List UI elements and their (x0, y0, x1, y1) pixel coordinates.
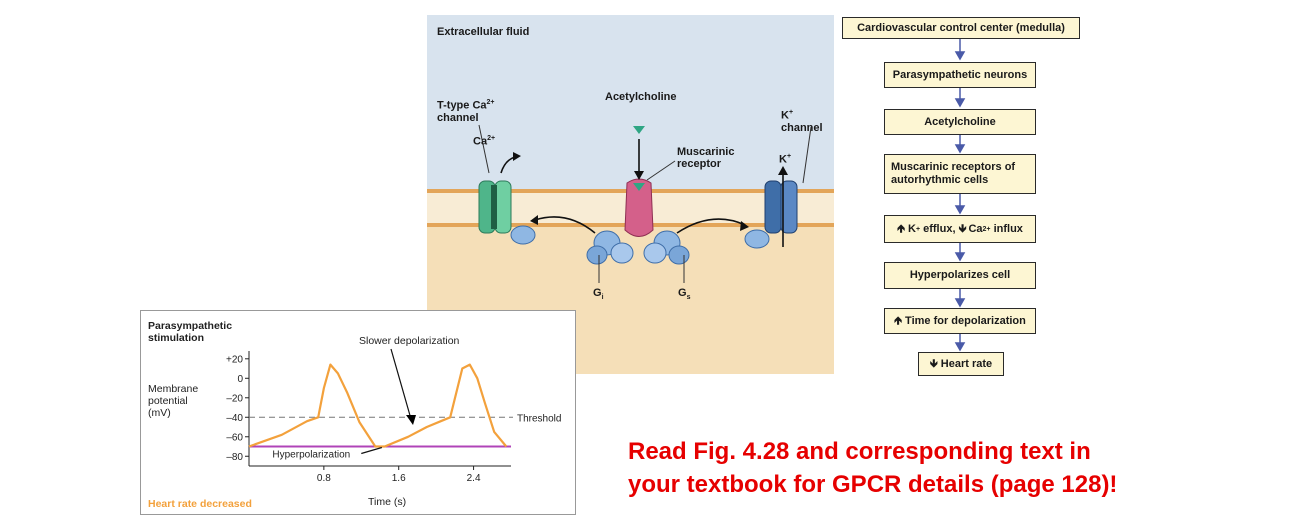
gs-label: Gs (678, 287, 690, 304)
t-type-label-line2: channel (437, 111, 479, 124)
flowchart: Cardiovascular control center (medulla) … (840, 15, 1085, 376)
down-arrow-icon: 🡻 (958, 222, 967, 235)
gi-sub: i (601, 294, 604, 302)
threshold-label: Threshold (517, 413, 561, 424)
note-line1: Read Fig. 4.28 and corresponding text in (628, 438, 1091, 465)
t-type-ca-channel-label: T-type Ca2+ channel (437, 97, 495, 124)
textbook-note: Read Fig. 4.28 and corresponding text in… (628, 435, 1268, 501)
ylabel-line2: potential (148, 395, 188, 407)
extracellular-region (427, 15, 834, 191)
flow-k-text: K (908, 222, 916, 235)
up-arrow-icon: 🡹 (897, 222, 905, 235)
flow-step-parasympathetic-neurons: Parasympathetic neurons (884, 62, 1036, 88)
muscarinic-line1: Muscarinic (677, 146, 735, 158)
k-ion-text: K (779, 153, 787, 166)
hyperpolarization-label: Hyperpolarization (272, 450, 350, 461)
slower-depolarization-label: Slower depolarization (359, 335, 460, 347)
t-type-label-text: T-type Ca (437, 99, 487, 112)
heart-rate-decreased-label: Heart rate decreased (148, 498, 252, 510)
flow-influx-text: influx (990, 222, 1023, 235)
extracellular-fluid-label: Extracellular fluid (437, 26, 530, 38)
ca-ion-sup: 2+ (487, 135, 496, 142)
slower-depolarization-arrowhead (406, 415, 416, 425)
y-tick-label: –80 (226, 452, 243, 463)
flow-step-time-depolarization: 🡹Time for depolarization (884, 308, 1036, 334)
chart-ylabel: Membrane potential (mV) (148, 383, 198, 419)
muscarinic-leader (646, 160, 676, 181)
k-channel-sup: + (788, 109, 794, 116)
y-tick-label: 0 (237, 374, 243, 385)
bound-acetylcholine (633, 183, 645, 191)
hyperpolarization-arrow (361, 446, 383, 455)
gi-label: Gi (593, 287, 604, 304)
flow-step-heart-rate: 🡻Heart rate (918, 352, 1004, 376)
k-channel-label: K+ channel (781, 107, 823, 134)
slower-depolarization-arrow (390, 348, 412, 420)
muscarinic-receptor-shape (624, 178, 654, 237)
gi-protein (586, 230, 634, 265)
t-type-ca-channel (478, 180, 512, 234)
k-channel-leader (802, 126, 812, 184)
y-tick-label: –20 (226, 393, 243, 404)
chart-title-line2: stimulation (148, 332, 205, 344)
chart-title-line1: Parasympathetic (148, 320, 233, 332)
acetylcholine-molecule (633, 126, 645, 134)
flow-ca-text: Ca (968, 222, 983, 235)
flow-efflux-text: efflux, (920, 222, 959, 235)
muscarinic-receptor-label: Muscarinic receptor (677, 146, 734, 170)
flow-step8-text: Heart rate (940, 357, 993, 370)
flow-step4-line1: Muscarinic receptors of (891, 161, 1016, 173)
x-tick-label: 0.8 (317, 473, 331, 484)
y-tick-label: –60 (226, 432, 243, 443)
k-channel (764, 180, 798, 234)
ylabel-line1: Membrane (148, 383, 199, 395)
gs-protein (643, 230, 690, 265)
gs-text: G (678, 287, 687, 299)
k-channel-line2: channel (781, 121, 823, 134)
y-tick-label: –40 (226, 413, 243, 424)
flow-step-control-center: Cardiovascular control center (medulla) (842, 17, 1080, 39)
flow-step4-line2: autorhythmic cells (891, 174, 989, 186)
gi-text: G (593, 287, 602, 299)
acetylcholine-label: Acetylcholine (605, 91, 677, 103)
g-protein-right-subunit (744, 229, 770, 249)
flowchart-arrows (954, 37, 966, 352)
ca-ion-label: Ca2+ (473, 133, 495, 148)
down-arrow-icon: 🡻 (929, 357, 938, 370)
membrane-potential-trace (248, 363, 508, 448)
y-tick-label: +20 (226, 354, 243, 365)
ylabel-line3: (mV) (148, 407, 171, 419)
k-ion-label: K+ (779, 151, 791, 166)
k-channel-text: K (781, 109, 789, 122)
flow-step-acetylcholine: Acetylcholine (884, 109, 1036, 135)
g-protein-left-subunit (510, 225, 536, 245)
flow-k-sup: + (915, 225, 921, 233)
x-tick-label: 1.6 (392, 473, 406, 484)
t-type-leader (478, 124, 490, 174)
flow-step-hyperpolarizes: Hyperpolarizes cell (884, 262, 1036, 289)
t-type-label-sup: 2+ (486, 99, 495, 106)
ca-ion-text: Ca (473, 135, 488, 148)
membrane-potential-chart: Parasympathetic stimulation Membrane pot… (140, 310, 576, 515)
up-arrow-icon: 🡹 (894, 314, 903, 327)
membrane-illustration (427, 15, 834, 283)
chart-plot: +20 0 –20 –40 –60 –80 0.8 1.6 2.4 ThresholdHyperp… (226, 348, 561, 484)
chart-title: Parasympathetic stimulation (148, 320, 232, 344)
muscarinic-line2: receptor (677, 158, 722, 170)
flow-ca-sup: 2+ (982, 225, 991, 233)
x-tick-label: 2.4 (467, 473, 481, 484)
chart-xlabel: Time (s) (368, 496, 407, 508)
gi-to-ca-arrow (534, 216, 596, 234)
gs-to-k-arrow (676, 218, 746, 234)
flow-step7-text: Time for depolarization (905, 314, 1026, 327)
note-line2: your textbook for GPCR details (page 128… (628, 471, 1118, 498)
gs-sub: s (686, 294, 691, 302)
k-ion-sup: + (786, 153, 792, 160)
